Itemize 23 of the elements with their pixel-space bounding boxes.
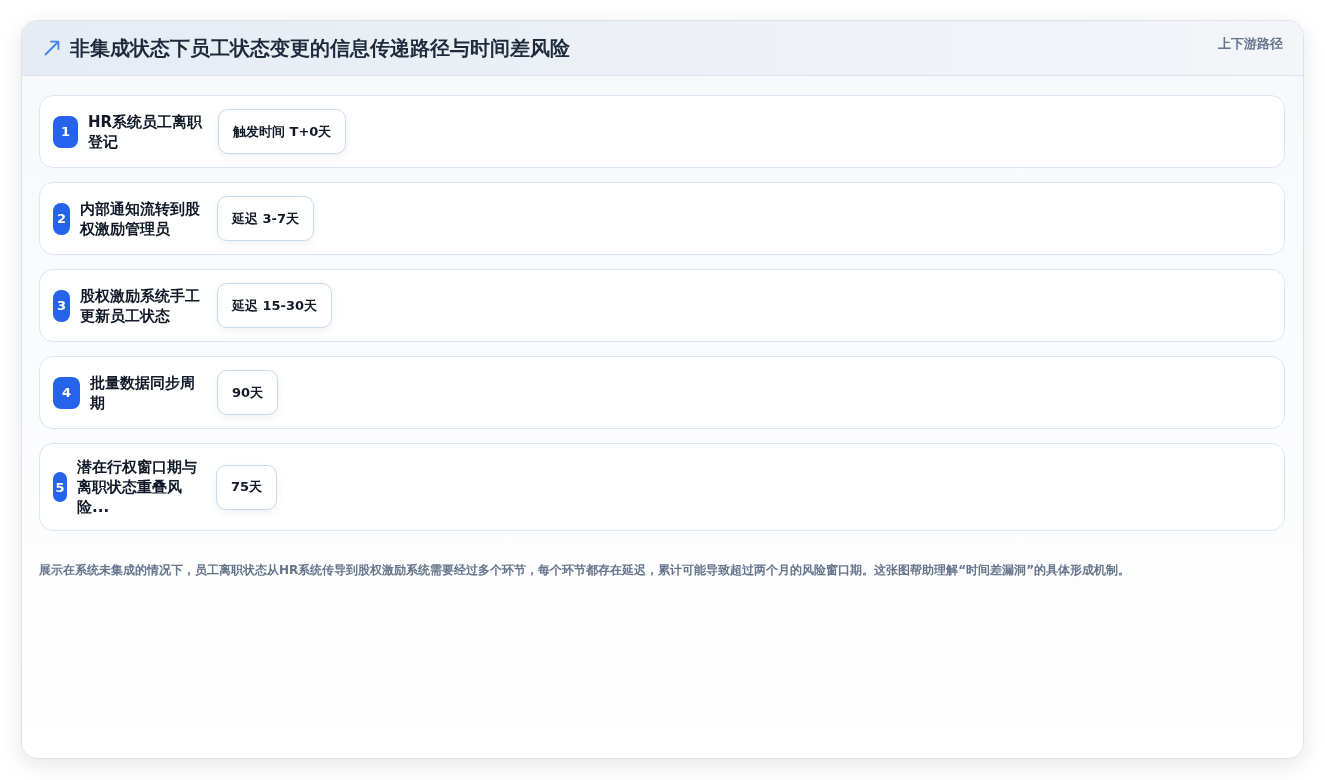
duration-chip: 延迟 3-7天 — [217, 196, 314, 241]
step-number: 4 — [53, 376, 80, 409]
step-card — [39, 95, 1285, 168]
duration-chip: 90天 — [217, 370, 279, 415]
diagram-title: 非集成状态下员工状态变更的信息传递路径与时间差风险 — [70, 35, 570, 61]
caption: 展示在系统未集成的情况下，员工离职状态从HR系统传导到股权激励系统需要经过多个环节，每个环节都存在延迟，累计可能导致超过两个月的风险窗口期。这张图帮助理解“时间差漏洞”的具体形成机制。 — [39, 562, 1132, 579]
step-number: 5 — [53, 472, 67, 502]
step-label: HR系统员工离职登记 — [88, 111, 204, 152]
step-card — [39, 356, 1285, 429]
step-label: 批量数据同步周期 — [90, 372, 196, 413]
step-number: 3 — [53, 289, 70, 322]
step-number: 2 — [53, 202, 70, 235]
step-label: 内部通知流转到股权激励管理员 — [80, 198, 201, 239]
step-number: 1 — [53, 115, 78, 148]
step-label: 潜在行权窗口期与离职状态重叠风险... — [77, 457, 198, 517]
duration-chip: 延迟 15-30天 — [217, 283, 333, 328]
step-card — [39, 269, 1285, 342]
header-label: 上下游路径 — [1218, 35, 1283, 53]
step-card — [39, 182, 1285, 255]
step-label: 股权激励系统手工更新员工状态 — [80, 285, 201, 326]
duration-chip: 75天 — [216, 464, 278, 510]
duration-chip: 触发时间 T+0天 — [218, 109, 347, 154]
step-card — [39, 443, 1285, 531]
